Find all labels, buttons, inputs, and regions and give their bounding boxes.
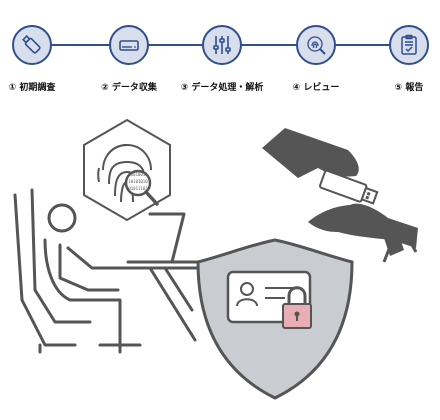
step-label: ⑤ 報告 (394, 83, 424, 93)
process-steps: ① 初期調査 ② データ収集 ③ データ処理・解析 (0, 0, 440, 100)
lower-hand-icon (308, 203, 418, 248)
sliders-icon (213, 36, 231, 54)
forensics-illustration: 01010011 10101010 01011101 (13, 118, 418, 400)
hands-usb-handoff (262, 128, 418, 263)
fingerprint-search-icon (307, 36, 326, 55)
chair-back (13, 193, 77, 347)
hard-drive-icon (119, 40, 139, 51)
step-label: ④ レビュー (292, 83, 340, 93)
step-data-collection[interactable] (109, 25, 149, 65)
person-head-icon (47, 203, 77, 233)
person-at-desk (13, 188, 207, 354)
security-shield (196, 238, 354, 400)
binary-line: 01010011 (128, 172, 148, 177)
clipboard-check-icon (401, 34, 417, 55)
step-label: ③ データ処理・解析 (180, 83, 264, 93)
fingerprint-badge: 01010011 10101010 01011101 (83, 118, 171, 222)
usb-drive-icon (319, 169, 379, 205)
binary-line: 10101010 (128, 179, 148, 184)
step-report[interactable] (389, 25, 429, 65)
binary-line: 01011101 (128, 186, 148, 191)
upper-hand-icon (262, 128, 359, 178)
step-data-analysis[interactable] (202, 25, 242, 65)
magnifier-icon (124, 169, 152, 197)
usb-drive-icon (22, 35, 41, 54)
step-label: ② データ収集 (101, 83, 157, 93)
step-review[interactable] (296, 25, 336, 65)
step-initial-investigation[interactable] (12, 25, 52, 65)
step-label: ① 初期調査 (8, 83, 56, 93)
